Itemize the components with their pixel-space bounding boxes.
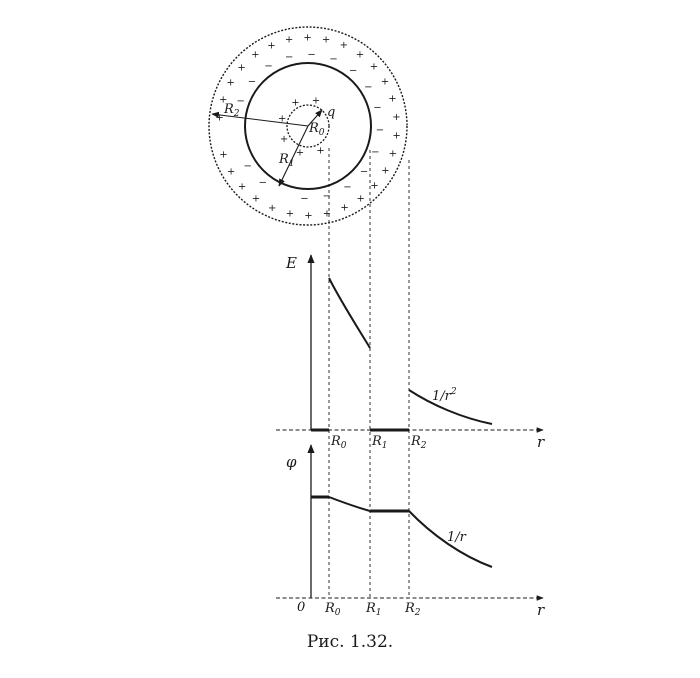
charge-plus: + <box>227 77 235 88</box>
charge-minus: − <box>248 76 256 87</box>
charge-plus: + <box>280 134 288 145</box>
charge-minus: − <box>376 125 384 136</box>
phi-tick-r1: R1 <box>365 601 382 618</box>
e-curve-gap <box>328 277 371 349</box>
e-curve-outside <box>408 389 493 425</box>
charge-plus: + <box>267 40 275 51</box>
phi-curve-gap <box>328 496 371 512</box>
charge-symbols: +++++++++++++++++++++++++++++−−−−−−−−−−−… <box>215 33 401 222</box>
charge-minus: − <box>371 147 379 158</box>
charge-minus: − <box>237 96 245 107</box>
charge-plus: + <box>340 40 348 51</box>
charge-plus: + <box>268 203 276 214</box>
charge-plus: + <box>237 62 245 73</box>
e-tick-r0: R0 <box>330 434 347 451</box>
charge-minus: − <box>264 61 272 72</box>
e-tick-r2: R2 <box>410 434 427 451</box>
charge-plus: + <box>251 50 259 61</box>
charge-plus: + <box>285 35 293 46</box>
charge-minus: − <box>323 191 331 202</box>
phi-tick-r2: R2 <box>404 601 421 618</box>
charge-minus: − <box>259 178 267 189</box>
e-field-graph: E r R0 R1 R2 1/r2 <box>276 254 545 451</box>
inner-sphere <box>286 104 330 148</box>
charge-plus: + <box>392 130 400 141</box>
charge-plus: + <box>278 114 286 125</box>
charge-plus: + <box>388 94 396 105</box>
charge-minus: − <box>307 50 315 61</box>
charge-minus: − <box>329 54 337 65</box>
charge-minus: − <box>373 103 381 114</box>
charge-plus: + <box>381 77 389 88</box>
charge-minus: − <box>285 52 293 63</box>
r0-label: R0 <box>308 121 325 138</box>
charge-plus: + <box>291 98 299 109</box>
sphere-cross-section: +++++++++++++++++++++++++++++−−−−−−−−−−−… <box>208 26 408 226</box>
charge-plus: + <box>357 193 365 204</box>
charge-plus: + <box>323 209 331 220</box>
outer-sphere-outer-surface <box>208 26 408 226</box>
phi-x-label: r <box>537 601 545 619</box>
charge-plus: + <box>370 62 378 73</box>
phi-curve-outside <box>408 510 493 568</box>
r2-arrow <box>211 111 309 127</box>
phi-curve-label: 1/r <box>447 530 467 545</box>
e-tick-r1: R1 <box>371 434 388 451</box>
charge-minus: − <box>244 161 252 172</box>
projection-lines <box>328 148 410 598</box>
charge-plus: + <box>340 203 348 214</box>
e-curve-label: 1/r2 <box>432 387 457 404</box>
r2-label: R2 <box>223 102 240 119</box>
charge-plus: + <box>215 113 223 124</box>
charge-minus: − <box>360 167 368 178</box>
charge-minus: − <box>300 193 308 204</box>
charge-plus: + <box>312 96 320 107</box>
charge-plus: + <box>227 166 235 177</box>
potential-graph: φ r 0 R0 R1 R2 1/r <box>276 444 545 619</box>
charge-plus: + <box>392 112 400 123</box>
charge-plus: + <box>238 181 246 192</box>
r1-arrow <box>278 125 309 187</box>
charge-plus: + <box>219 149 227 160</box>
phi-tick-r0: R0 <box>324 601 341 618</box>
charge-plus: + <box>381 166 389 177</box>
e-y-label: E <box>285 254 297 272</box>
charge-minus: − <box>349 65 357 76</box>
phi-y-label: φ <box>286 453 297 471</box>
charge-plus: + <box>356 49 364 60</box>
e-x-label: r <box>537 433 545 451</box>
charge-plus: + <box>219 94 227 105</box>
charge-plus: + <box>286 209 294 220</box>
r1-label: R1 <box>278 152 295 169</box>
r0-arrow <box>307 109 323 127</box>
charge-minus: − <box>364 82 372 93</box>
charge-minus: − <box>343 182 351 193</box>
charge-plus: + <box>296 147 304 158</box>
charge-q-label: q <box>327 105 335 120</box>
charge-plus: + <box>316 145 324 156</box>
charge-plus: + <box>252 194 260 205</box>
charge-plus: + <box>304 211 312 222</box>
charge-plus: + <box>322 34 330 45</box>
charge-plus: + <box>370 181 378 192</box>
outer-sphere-inner-surface <box>244 62 372 190</box>
phi-origin-label: 0 <box>297 600 305 615</box>
figure-caption: Рис. 1.32. <box>306 632 394 652</box>
charge-plus: + <box>389 149 397 160</box>
charge-plus: + <box>303 33 311 44</box>
